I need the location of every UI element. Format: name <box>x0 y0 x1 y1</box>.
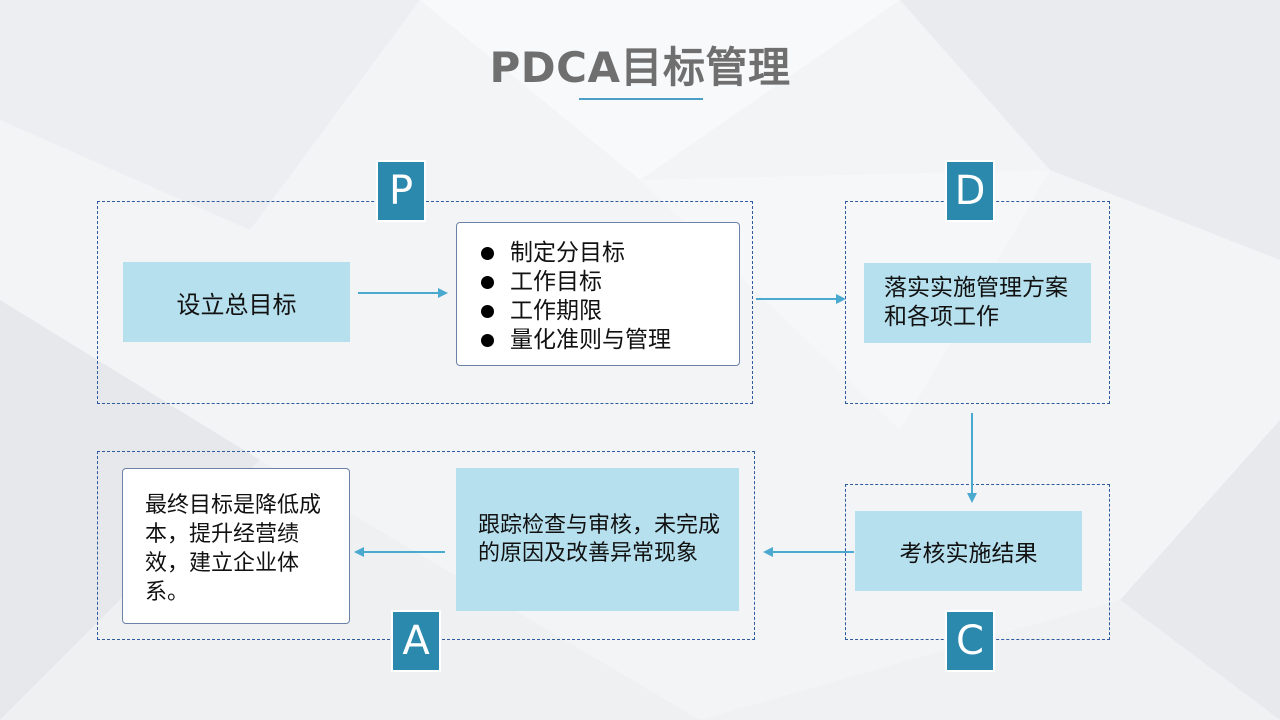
badge-c: C <box>945 610 995 672</box>
act-track-box: 跟踪检查与审核，未完成的原因及改善异常现象 <box>456 468 739 611</box>
title-underline <box>579 98 703 100</box>
bullet-icon <box>481 305 494 318</box>
list-item: 制定分目标 <box>477 239 739 268</box>
do-text: 落实实施管理方案和各项工作 <box>884 275 1068 330</box>
plan-goal-box: 设立总目标 <box>123 262 350 342</box>
badge-d: D <box>945 160 995 222</box>
do-box: 落实实施管理方案和各项工作 <box>864 263 1091 343</box>
act-track-text: 跟踪检查与审核，未完成的原因及改善异常现象 <box>478 512 721 566</box>
plan-goal-text: 设立总目标 <box>176 290 297 319</box>
badge-p: P <box>376 160 426 222</box>
bullet-icon <box>481 334 494 347</box>
page-title: PDCA目标管理 <box>489 43 791 92</box>
list-item: 量化准则与管理 <box>477 326 739 355</box>
plan-items-list: 制定分目标 工作目标 工作期限 量化准则与管理 <box>477 239 739 355</box>
act-result-text: 最终目标是降低成本，提升经营绩效，建立企业体系。 <box>145 493 322 605</box>
list-item: 工作目标 <box>477 268 739 297</box>
badge-a: A <box>391 610 441 672</box>
bullet-icon <box>481 247 494 260</box>
act-result-box: 最终目标是降低成本，提升经营绩效，建立企业体系。 <box>122 468 350 624</box>
plan-items-box: 制定分目标 工作目标 工作期限 量化准则与管理 <box>456 222 740 366</box>
check-box: 考核实施结果 <box>855 511 1082 591</box>
check-text: 考核实施结果 <box>899 541 1038 567</box>
list-item: 工作期限 <box>477 297 739 326</box>
bullet-icon <box>481 276 494 289</box>
